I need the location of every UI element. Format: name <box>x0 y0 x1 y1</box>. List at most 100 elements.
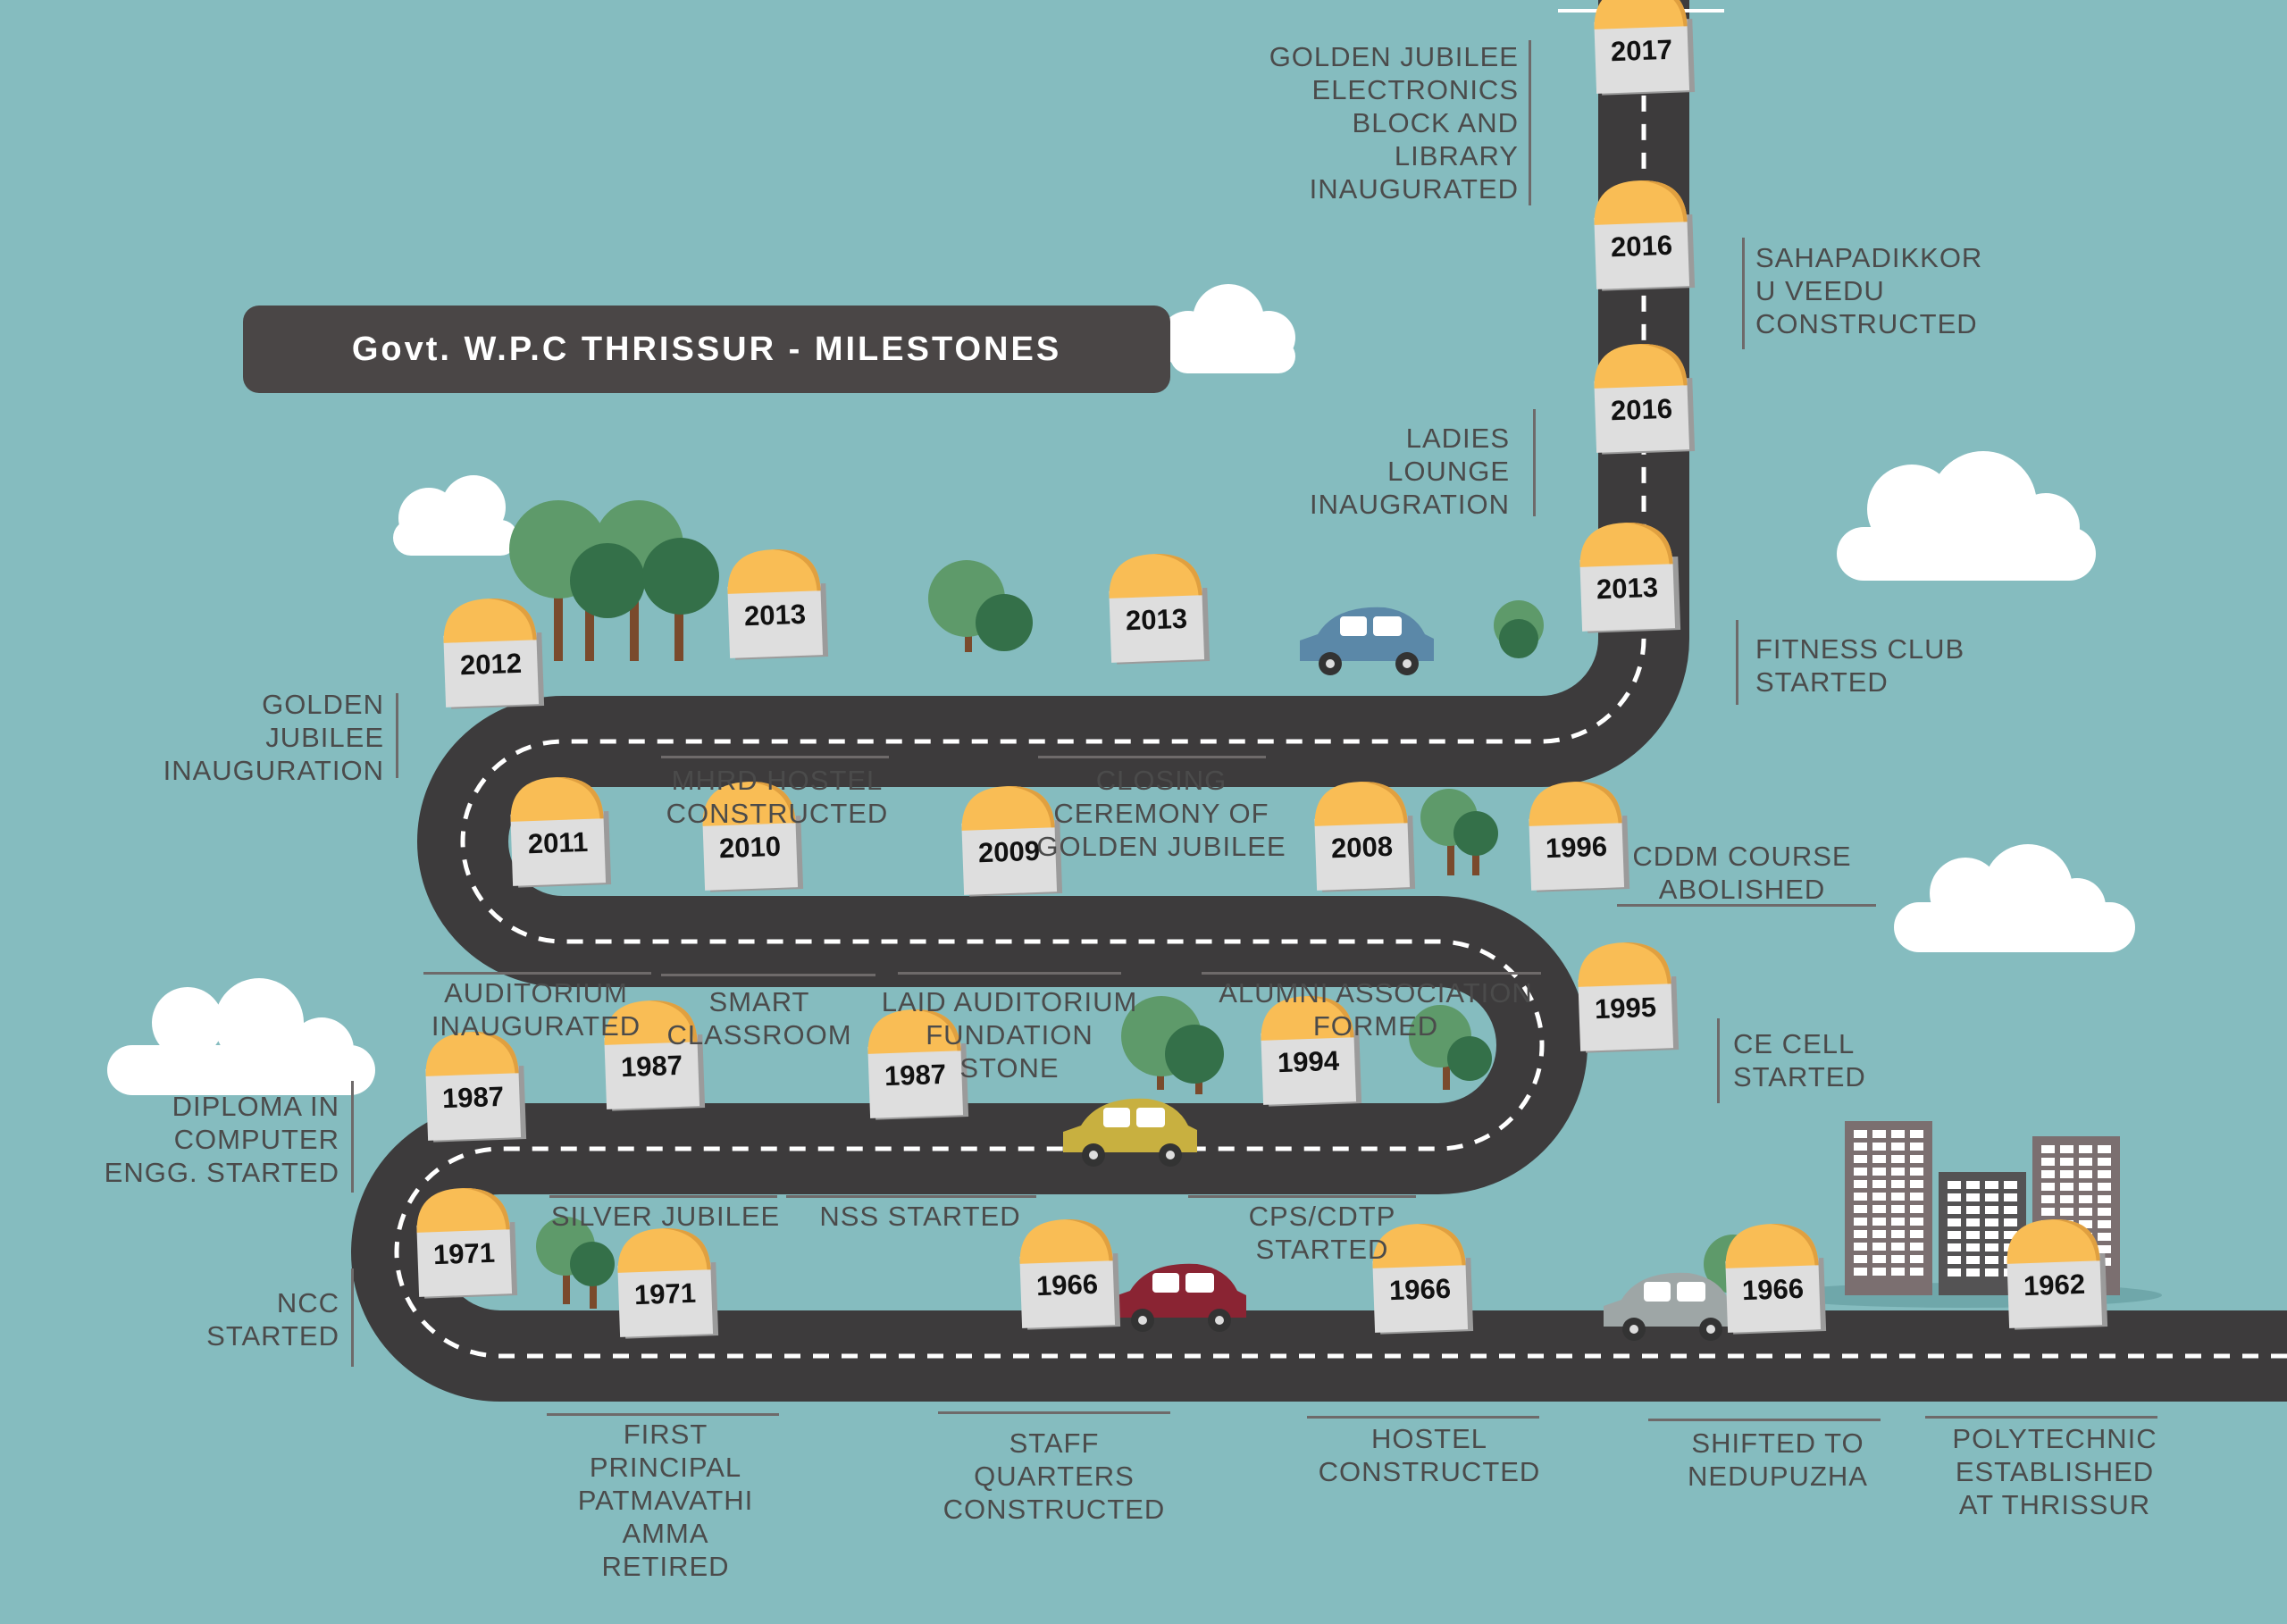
building-windows <box>1854 1130 2111 1277</box>
milestone-label: NCC STARTED <box>206 1287 339 1352</box>
label-divider <box>1307 1416 1539 1419</box>
milestone-year: 1966 <box>1741 1273 1804 1306</box>
page-title: Govt. W.P.C THRISSUR - MILESTONES <box>243 306 1170 393</box>
milestone-label: AUDITORIUM INAUGURATED <box>431 977 641 1042</box>
milestone-label: SAHAPADIKKOR U VEEDU CONSTRUCTED <box>1755 242 1983 339</box>
milestone-stone: 2009 <box>961 786 1063 897</box>
label-divider <box>938 1411 1170 1414</box>
label-divider <box>547 1413 779 1416</box>
milestone-stone: 2012 <box>443 599 545 709</box>
milestone-year: 1966 <box>1035 1268 1098 1302</box>
milestone-year: 1995 <box>1594 992 1656 1025</box>
label-divider <box>1202 972 1541 975</box>
label-divider <box>396 693 398 778</box>
milestone-year: 2016 <box>1610 393 1672 426</box>
milestone-stone: 2016 <box>1594 344 1696 455</box>
milestone-label: STAFF QUARTERS CONSTRUCTED <box>942 1427 1166 1525</box>
milestone-year: 1971 <box>432 1237 495 1270</box>
milestone-label: LADIES LOUNGE INAUGRATION <box>1310 423 1510 520</box>
label-divider <box>1038 756 1266 758</box>
milestone-stone: 1966 <box>1019 1219 1121 1330</box>
milestone-year: 2013 <box>1596 572 1658 605</box>
milestone-label: CE CELL STARTED <box>1733 1028 1866 1092</box>
milestone-label: POLYTECHNIC ESTABLISHED AT THRISSUR <box>1952 1423 2157 1520</box>
milestone-label: CLOSING CEREMONY OF GOLDEN JUBILEE <box>1036 765 1286 862</box>
milestone-stone: 2013 <box>727 549 829 660</box>
milestone-year: 2009 <box>977 835 1040 868</box>
milestone-year: 1962 <box>2023 1268 2085 1302</box>
milestone-label: MHRD HOSTEL CONSTRUCTED <box>666 765 889 829</box>
milestone-label: GOLDEN JUBILEE INAUGURATION <box>163 689 384 786</box>
milestone-label: SMART CLASSROOM <box>666 986 852 1051</box>
milestone-year: 2008 <box>1330 831 1393 864</box>
milestone-stone: 1987 <box>425 1032 527 1143</box>
car-blue <box>1300 607 1434 675</box>
label-divider <box>1529 40 1531 205</box>
label-divider <box>1188 1195 1416 1198</box>
milestone-stone: 1966 <box>1725 1224 1827 1335</box>
milestone-stone: 2013 <box>1579 523 1681 633</box>
cloud-decoration <box>107 284 2135 1095</box>
milestone-year: 1994 <box>1277 1045 1340 1078</box>
milestone-label: NSS STARTED <box>819 1201 1021 1232</box>
milestone-label: SHIFTED TO NEDUPUZHA <box>1688 1427 1868 1492</box>
label-divider <box>351 1268 354 1367</box>
milestone-year: 1987 <box>441 1081 504 1114</box>
milestone-label: LAID AUDITORIUM FUNDATION STONE <box>881 986 1138 1084</box>
label-divider <box>1617 904 1876 907</box>
milestone-stone: 1994 <box>1261 996 1362 1107</box>
milestone-year: 2013 <box>1125 603 1187 636</box>
milestone-stone: 1966 <box>1372 1224 1474 1335</box>
milestone-stone: 2017 <box>1594 0 1696 96</box>
milestone-stone: 2016 <box>1594 180 1696 291</box>
milestone-stones: 1962 1966 1966 1966 1971 1971 1987 1987 1987 1994… <box>416 0 2108 1339</box>
milestone-year: 1996 <box>1545 831 1607 864</box>
milestone-year: 2013 <box>743 599 806 632</box>
milestone-label: SILVER JUBILEE <box>550 1201 781 1232</box>
label-divider <box>1925 1416 2157 1419</box>
milestone-stone: 2013 <box>1109 554 1211 665</box>
label-divider <box>1742 238 1745 349</box>
milestone-year: 2012 <box>459 648 522 681</box>
milestone-stone: 2011 <box>510 777 612 888</box>
label-divider <box>786 1195 1036 1198</box>
milestone-year: 1987 <box>884 1059 946 1092</box>
milestone-stone: 1962 <box>2006 1219 2108 1330</box>
label-divider <box>1648 1419 1881 1421</box>
milestone-label: FIRST PRINCIPAL PATMAVATHI AMMA RETIRED <box>577 1419 754 1582</box>
car-red <box>1112 1263 1246 1332</box>
milestone-label: DIPLOMA IN COMPUTER ENGG. STARTED <box>104 1091 339 1188</box>
milestone-stone: 1996 <box>1529 782 1630 892</box>
label-divider <box>1717 1018 1720 1103</box>
label-divider <box>549 1195 777 1198</box>
milestone-stone: 1971 <box>416 1188 518 1299</box>
label-divider <box>661 974 875 976</box>
milestone-year: 1987 <box>620 1050 683 1083</box>
milestone-year: 2011 <box>527 826 588 859</box>
milestone-label: CDDM COURSE ABOLISHED <box>1632 841 1852 905</box>
car-grey <box>1604 1272 1738 1341</box>
label-divider <box>898 972 1121 975</box>
milestone-label: CPS/CDTP STARTED <box>1248 1201 1396 1265</box>
milestone-stone: 2010 <box>702 782 804 892</box>
label-divider <box>661 756 889 758</box>
car-yellow <box>1063 1098 1197 1167</box>
milestone-label: FITNESS CLUB STARTED <box>1755 633 1965 698</box>
milestone-label: GOLDEN JUBILEE ELECTRONICS BLOCK AND LIB… <box>1269 41 1519 205</box>
milestone-year: 1966 <box>1388 1273 1451 1306</box>
label-divider <box>1736 620 1738 705</box>
milestone-label: ALUMNI ASSOCIATION FORMED <box>1219 977 1533 1042</box>
label-divider <box>1533 409 1536 516</box>
milestone-stone: 1987 <box>867 1009 969 1120</box>
label-divider <box>351 1081 354 1193</box>
milestone-stone: 1995 <box>1578 942 1680 1053</box>
milestone-year: 2017 <box>1610 34 1672 67</box>
milestone-label: HOSTEL CONSTRUCTED <box>1318 1423 1541 1487</box>
milestone-year: 1971 <box>633 1277 696 1310</box>
milestone-stone: 1971 <box>617 1228 719 1339</box>
milestone-year: 2010 <box>718 831 781 864</box>
milestone-stone: 2008 <box>1314 782 1416 892</box>
trees <box>509 500 1780 1309</box>
